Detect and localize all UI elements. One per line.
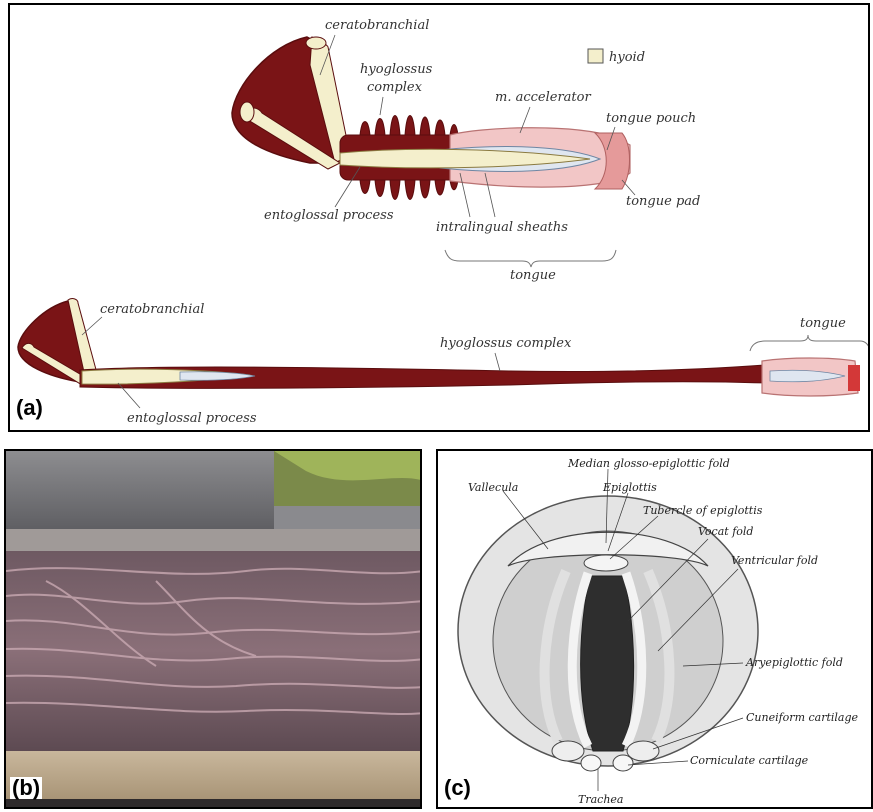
- bottom-label-tongue: tongue: [800, 316, 846, 331]
- bottom-leader-hyoglossus: [495, 353, 500, 371]
- top-tongue-brace: [445, 250, 616, 267]
- rock-bottom-sandstone: [6, 751, 422, 799]
- panel-c-larynx-diagram: Median glosso-epiglottic fold Vallecula …: [436, 449, 873, 809]
- panel-a-illustration: hyoid ceratobranchial hyoglossus complex…: [10, 5, 870, 432]
- corniculate-left: [581, 755, 601, 771]
- top-label-entoglossal: entoglossal process: [264, 208, 394, 223]
- label-ventricular-fold: Ventricular fold: [731, 554, 818, 567]
- panel-b-rock-image: [6, 451, 422, 809]
- top-label-tongue-pad: tongue pad: [626, 194, 700, 209]
- top-label-intralingual: intralingual sheaths: [436, 220, 568, 235]
- top-label-ceratobranchial: ceratobranchial: [325, 18, 429, 33]
- label-vocal-fold: Vocat fold: [698, 525, 753, 538]
- label-corniculate-cartilage: Corniculate cartilage: [690, 754, 809, 767]
- corniculate-right: [613, 755, 633, 771]
- bottom-label-entoglossal: entoglossal process: [127, 411, 257, 426]
- bottom-tongue-pad: [848, 365, 860, 391]
- legend-hyoid-label: hyoid: [609, 50, 645, 65]
- label-epiglottis: Epiglottis: [602, 481, 657, 494]
- top-label-m-accelerator: m. accelerator: [495, 90, 591, 105]
- panel-a-hyoid-diagram: hyoid ceratobranchial hyoglossus complex…: [8, 3, 870, 432]
- label-median-fold: Median glosso-epiglottic fold: [567, 457, 730, 470]
- label-vallecula: Vallecula: [468, 481, 518, 494]
- rock-bottom-shadow: [6, 799, 422, 809]
- panel-b-letter: (b): [10, 777, 42, 799]
- bottom-leader-ceratobranchial: [82, 317, 102, 335]
- bottom-label-hyoglossus: hyoglossus complex: [440, 336, 572, 351]
- cuneiform-right: [627, 741, 659, 761]
- panel-a-letter: (a): [14, 397, 45, 419]
- top-label-hyoglossus-1: hyoglossus: [360, 62, 433, 77]
- label-cuneiform-cartilage: Cuneiform cartilage: [746, 711, 859, 724]
- top-label-hyoglossus-2: complex: [367, 80, 423, 95]
- label-tubercle: Tubercle of epiglottis: [643, 504, 763, 517]
- legend-hyoid-swatch: [588, 49, 603, 63]
- glottis-opening: [581, 576, 634, 751]
- panel-b-rock-photo: (b): [4, 449, 422, 809]
- tubercle-of-epiglottis: [584, 555, 628, 571]
- rock-top-slab: [6, 451, 274, 529]
- cuneiform-left: [552, 741, 584, 761]
- bottom-label-ceratobranchial: ceratobranchial: [100, 302, 204, 317]
- rock-thin-layer: [6, 529, 422, 551]
- panel-c-larynx-illustration: Median glosso-epiglottic fold Vallecula …: [438, 451, 873, 809]
- bottom-tongue-brace: [750, 335, 870, 351]
- top-label-tongue: tongue: [510, 268, 556, 283]
- top-label-tongue-pouch: tongue pouch: [606, 111, 696, 126]
- top-bone-end-lower: [240, 102, 254, 122]
- label-aryepiglottic-fold: Aryepiglottic fold: [745, 656, 843, 669]
- label-trachea: Trachea: [578, 793, 623, 806]
- top-leader-hyoglossus: [380, 97, 383, 115]
- top-bone-end-upper: [306, 37, 326, 49]
- top-leader-pad: [622, 180, 635, 195]
- panel-c-letter: (c): [442, 777, 473, 799]
